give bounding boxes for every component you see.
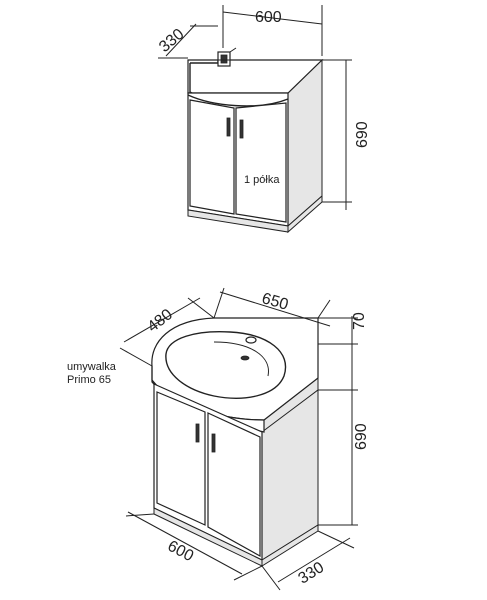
top-cabinet-left-door bbox=[189, 99, 235, 215]
top-cabinet: 1 półka 600 330 690 bbox=[156, 5, 371, 234]
bottom-left-handle-icon bbox=[195, 423, 200, 443]
basin-bowl bbox=[165, 331, 287, 399]
dim-top-height: 690 bbox=[322, 59, 371, 210]
drain-icon bbox=[240, 355, 250, 361]
bottom-cabinet-left-door bbox=[156, 391, 206, 526]
bottom-cabinet-right-door bbox=[207, 412, 261, 558]
basin-width-label: 650 bbox=[260, 290, 290, 314]
basin-label-line2: Primo 65 bbox=[67, 374, 111, 386]
bottom-height-label: 690 bbox=[353, 423, 370, 450]
bottom-depth-label: 330 bbox=[295, 559, 327, 588]
dim-bottom-height: 690 bbox=[318, 346, 370, 526]
tap-hole-icon bbox=[245, 336, 257, 344]
bottom-right-handle-icon bbox=[211, 433, 216, 453]
top-height-label: 690 bbox=[354, 121, 371, 148]
dim-basin-width: 650 bbox=[213, 287, 331, 327]
bottom-cabinet: umywalka Primo 65 650 480 70 690 bbox=[67, 287, 370, 591]
top-width-label: 600 bbox=[255, 9, 282, 26]
basin-label-line1: umywalka bbox=[67, 361, 117, 373]
top-cabinet-rail-curve bbox=[187, 94, 289, 107]
top-cabinet-right-door bbox=[235, 102, 287, 223]
bottom-width-label: 600 bbox=[165, 538, 197, 566]
dim-basin-height: 70 bbox=[318, 312, 368, 346]
left-handle-icon bbox=[226, 117, 231, 137]
siphon-bracket bbox=[214, 47, 237, 67]
top-depth-label: 330 bbox=[156, 26, 187, 56]
dim-top-width: 600 bbox=[222, 5, 323, 56]
dim-top-depth: 330 bbox=[156, 23, 218, 59]
basin-bowl-inner bbox=[213, 341, 269, 377]
shelf-label: 1 półka bbox=[244, 174, 280, 186]
right-handle-icon bbox=[239, 119, 244, 139]
basin-height-label: 70 bbox=[351, 312, 368, 330]
